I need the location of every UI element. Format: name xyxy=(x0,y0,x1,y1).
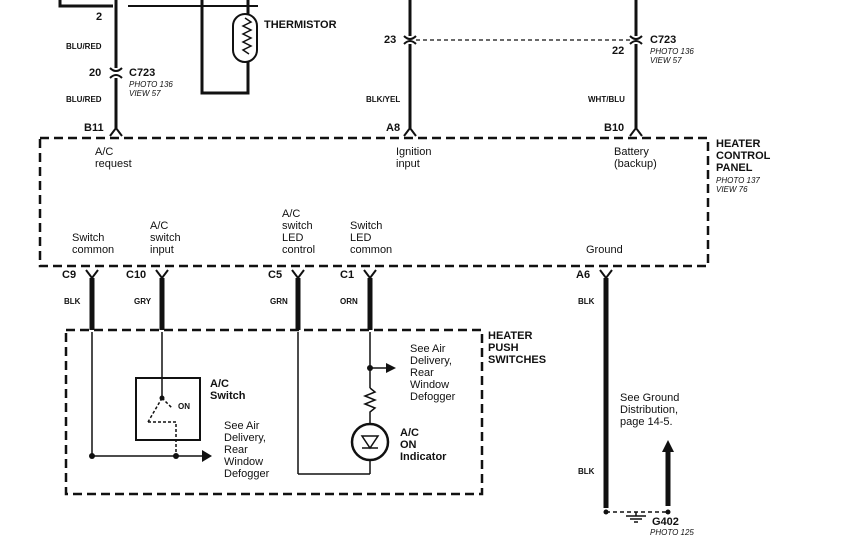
see-air-delivery-label: See Air Delivery, Rear Window Defogger xyxy=(224,420,270,480)
battery-backup-label: Battery (backup) xyxy=(614,146,657,170)
pin-a8-label: A8 xyxy=(386,122,401,134)
wire-color-label: BLK/YEL xyxy=(366,95,401,104)
ac-request-label: A/C request xyxy=(95,146,132,170)
switch-common-label: Switch common xyxy=(72,232,115,256)
pin-b11-label: B11 xyxy=(84,122,104,134)
on-label: ON xyxy=(178,402,190,411)
wire-color-label: BLU/RED xyxy=(66,42,102,51)
connector-c723-left xyxy=(109,67,123,79)
pin-a6-label: A6 xyxy=(576,269,591,281)
wire-color-label: GRN xyxy=(270,297,288,306)
ac-on-indicator-label: A/C ON Indicator xyxy=(400,427,447,463)
ground-symbol xyxy=(626,515,646,523)
heater-control-panel-title: HEATER CONTROL PANEL xyxy=(716,138,771,174)
see-ground-distribution-label: See Ground Distribution, page 14-5. xyxy=(620,392,680,428)
ac-switch-label: A/C Switch xyxy=(210,378,246,402)
ground-label: Ground xyxy=(586,244,623,256)
ac-switch-box xyxy=(135,377,201,441)
splice-dot xyxy=(173,453,179,459)
view-ref-label: VIEW 57 xyxy=(129,89,161,98)
ground-arrow xyxy=(662,440,674,452)
photo-ref-label: PHOTO 136 xyxy=(129,80,173,89)
pin-b10-label: B10 xyxy=(604,122,625,134)
pin-22-label: 22 xyxy=(612,45,625,57)
wire-color-label: GRY xyxy=(134,297,152,306)
pin-b10-arrow xyxy=(629,126,643,137)
photo-ref-label: PHOTO 137 xyxy=(716,176,760,185)
ac-on-indicator-lamp xyxy=(350,422,390,462)
splice-dot xyxy=(159,395,165,401)
photo-ref-label: PHOTO 136 xyxy=(650,47,694,56)
pin-2-label: 2 xyxy=(96,11,103,23)
defogger-arrow-right xyxy=(386,363,396,373)
ac-switch-input-label: A/C switch input xyxy=(150,220,181,256)
pin-23-label: 23 xyxy=(384,34,397,46)
connector-c723-label: C723 xyxy=(650,34,677,46)
pin-c9-arrow xyxy=(85,269,99,280)
view-ref-label: VIEW 76 xyxy=(716,185,748,194)
pin-a8-arrow xyxy=(403,126,417,137)
pin-c10-label: C10 xyxy=(126,269,147,281)
thermistor-symbol xyxy=(232,13,258,63)
heater-control-panel-box xyxy=(38,136,710,268)
pin-a6-arrow xyxy=(599,269,613,280)
splice-dot xyxy=(665,509,671,515)
connector-c723-right xyxy=(629,35,643,45)
wire-color-label: WHT/BLU xyxy=(588,95,625,104)
see-air-delivery-label: See Air Delivery, Rear Window Defogger xyxy=(410,343,456,403)
splice-dot xyxy=(89,453,95,459)
wire-color-label: ORN xyxy=(340,297,358,306)
wire-color-label: BLK xyxy=(578,297,595,306)
defogger-arrow-left xyxy=(202,450,212,462)
splice-dot xyxy=(603,509,609,515)
splice-dot xyxy=(367,365,373,371)
pin-c1-label: C1 xyxy=(340,269,355,281)
connector-c723-label: C723 xyxy=(129,67,156,79)
connector-c723-mid xyxy=(403,35,417,45)
wire-color-label: BLK xyxy=(64,297,81,306)
pin-c10-arrow xyxy=(155,269,169,280)
top-left-frame xyxy=(58,0,250,95)
switch-led-common-label: Switch LED common xyxy=(350,220,393,256)
wire-color-label: BLU/RED xyxy=(66,95,102,104)
pin-b11-arrow xyxy=(109,126,123,137)
ac-switch-contact xyxy=(147,397,177,456)
g402-label: G402 xyxy=(652,516,679,528)
pin-c5-label: C5 xyxy=(268,269,283,281)
ignition-input-label: Ignition input xyxy=(396,146,432,170)
thermistor-label: THERMISTOR xyxy=(264,19,337,31)
indicator-led xyxy=(360,435,380,450)
indicator-resistor xyxy=(362,387,378,424)
photo-ref-label: PHOTO 125 xyxy=(650,528,694,537)
heater-push-switches-box xyxy=(64,328,484,496)
ac-switch-led-control-label: A/C switch LED control xyxy=(282,208,316,256)
pin-c5-arrow xyxy=(291,269,305,280)
pin-c1-arrow xyxy=(363,269,377,280)
thermistor-resistor xyxy=(241,17,253,55)
pin-c9-label: C9 xyxy=(62,269,77,281)
heater-push-switches-title: HEATER PUSH SWITCHES xyxy=(488,330,547,366)
view-ref-label: VIEW 57 xyxy=(650,56,682,65)
pin-20-label: 20 xyxy=(89,67,102,79)
wire-color-label: BLK xyxy=(578,467,595,476)
